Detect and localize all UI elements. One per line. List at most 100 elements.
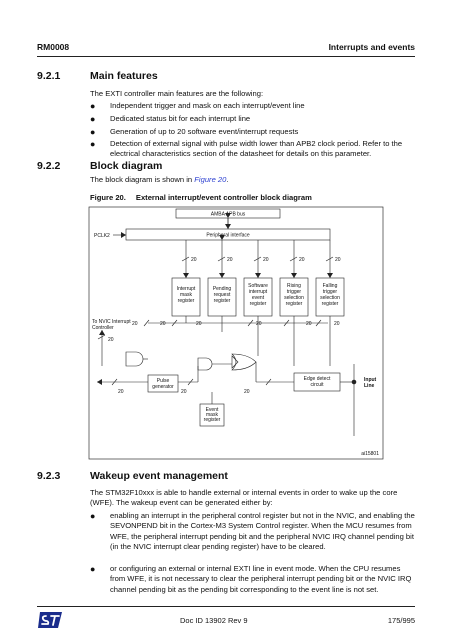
bus-width-label: 20 [118, 389, 124, 395]
register-column-1: 20 Pending request register [207, 235, 237, 317]
footer-doc-id: Doc ID 13902 Rev 9 [180, 616, 248, 625]
bus-slash [289, 256, 298, 262]
section-number: 9.2.3 [37, 470, 61, 482]
list-item-text: or configuring an external or internal E… [110, 564, 412, 594]
bus-slash [283, 319, 290, 327]
pulse-generator-label: generator [152, 384, 174, 390]
register-label: request [214, 292, 231, 298]
register-label: mask [180, 292, 192, 298]
bus-slash [187, 378, 194, 386]
list-item-text: enabling an interrupt in the peripheral … [110, 511, 415, 552]
bus-width-label: 20 [181, 389, 187, 395]
bus-width-label: 20 [160, 321, 166, 327]
and-gate-event [197, 357, 213, 371]
figure-number: Figure 20. [90, 193, 126, 202]
chapter-title: Interrupts and events [328, 42, 415, 52]
section-title: Wakeup event management [90, 470, 228, 482]
bus-slash [143, 319, 150, 327]
register-label: trigger [287, 289, 302, 295]
bus-slash [97, 334, 106, 340]
bus-width-label: 20 [306, 321, 312, 327]
bus-slash [265, 378, 272, 386]
bullet-icon: ● [90, 114, 96, 124]
list-item-text: Independent trigger and mask on each int… [110, 101, 305, 110]
register-label: Interrupt [177, 286, 196, 292]
input-line-label: Input [364, 377, 377, 383]
paragraph: The STM32F10xxx is able to handle extern… [90, 488, 398, 508]
paragraph-text: . [226, 175, 229, 184]
bus-width-label: 20 [263, 257, 269, 263]
register-label: Rising [287, 283, 301, 289]
and-gate-nvic [125, 351, 144, 367]
exti-block-diagram: AMBA APB bus PCLK2 Peripheral interface … [88, 206, 384, 460]
register-label: Pending [213, 286, 232, 292]
register-column-0: 20 Interrupt mask register [171, 240, 201, 317]
list-item-text: Detection of external signal with pulse … [110, 139, 403, 159]
bus-slash [171, 319, 178, 327]
pulse-generator-label: Pulse [157, 378, 170, 384]
section-number: 9.2.2 [37, 160, 61, 172]
bus-slash [315, 319, 322, 327]
bus-width-label: 20 [227, 257, 233, 263]
bullet-icon: ● [90, 564, 96, 574]
or-gate [231, 353, 257, 371]
bullet-icon: ● [90, 139, 96, 149]
register-column-2: 20 Software interrupt event register [243, 240, 273, 317]
bus-width-label: 20 [299, 257, 305, 263]
register-label: register [322, 301, 339, 307]
amba-bus-label: AMBA APB bus [211, 212, 246, 218]
event-mask-label: register [204, 417, 221, 423]
page-number: 175/995 [387, 616, 415, 625]
register-label: selection [320, 295, 340, 301]
section-title: Block diagram [90, 160, 163, 172]
pclk-label: PCLK2 [94, 233, 110, 239]
pulse-generator-box [147, 374, 179, 393]
register-label: register [250, 301, 267, 307]
register-label: register [214, 298, 231, 304]
paragraph-text: The block diagram is shown in [90, 175, 193, 184]
register-label: selection [284, 295, 304, 301]
register-label: event [252, 295, 265, 301]
page-header: RM0008 Interrupts and events [37, 42, 415, 56]
list-item-text: Dedicated status bit for each interrupt … [110, 114, 251, 123]
bus-width-label: 20 [108, 337, 114, 343]
register-label: Software [248, 283, 268, 289]
document-id: RM0008 [37, 42, 70, 52]
bus-width-label: 20 [132, 321, 138, 327]
register-label: Falling [323, 283, 338, 289]
bus-slash [247, 319, 254, 327]
bus-width-label: 20 [334, 321, 340, 327]
bus-width-label: 20 [191, 257, 197, 263]
footer-rule [37, 606, 415, 607]
section-title: Main features [90, 70, 158, 82]
buffer-gate [231, 355, 239, 369]
nvic-label: To NVIC Interrupt [92, 319, 131, 325]
paragraph: The block diagram is shown in Figure 20. [90, 175, 415, 185]
input-line-label: Line [364, 383, 374, 389]
peripheral-interface-box [125, 228, 331, 241]
edge-detect-label: Edge detect [304, 376, 331, 382]
bus-slash [217, 256, 226, 262]
register-label: register [286, 301, 303, 307]
junction-dot [351, 379, 357, 385]
peripheral-interface-label: Peripheral interface [206, 233, 250, 239]
bus-slash [181, 256, 190, 262]
section-number: 9.2.1 [37, 70, 61, 82]
edge-detect-label: circuit [310, 382, 324, 388]
diagram-border [88, 206, 384, 460]
figure-title: External interrupt/event controller bloc… [135, 193, 312, 202]
register-column-4: 20 Falling trigger selection register [315, 240, 345, 317]
bus-width-label: 20 [244, 389, 250, 395]
figure-caption: Figure 20. External interrupt/event contr… [90, 193, 312, 202]
header-rule [37, 56, 415, 57]
paragraph: The EXTI controller main features are th… [90, 89, 264, 98]
event-mask-register [199, 403, 225, 427]
bus-slash [325, 256, 334, 262]
figure-link[interactable]: Figure 20 [194, 175, 227, 184]
bullet-icon: ● [90, 101, 96, 111]
register-label: interrupt [249, 289, 268, 295]
bullet-icon: ● [90, 511, 96, 521]
register-label: register [178, 298, 195, 304]
bus-slash [253, 256, 262, 262]
nvic-label: Controller [92, 325, 114, 331]
